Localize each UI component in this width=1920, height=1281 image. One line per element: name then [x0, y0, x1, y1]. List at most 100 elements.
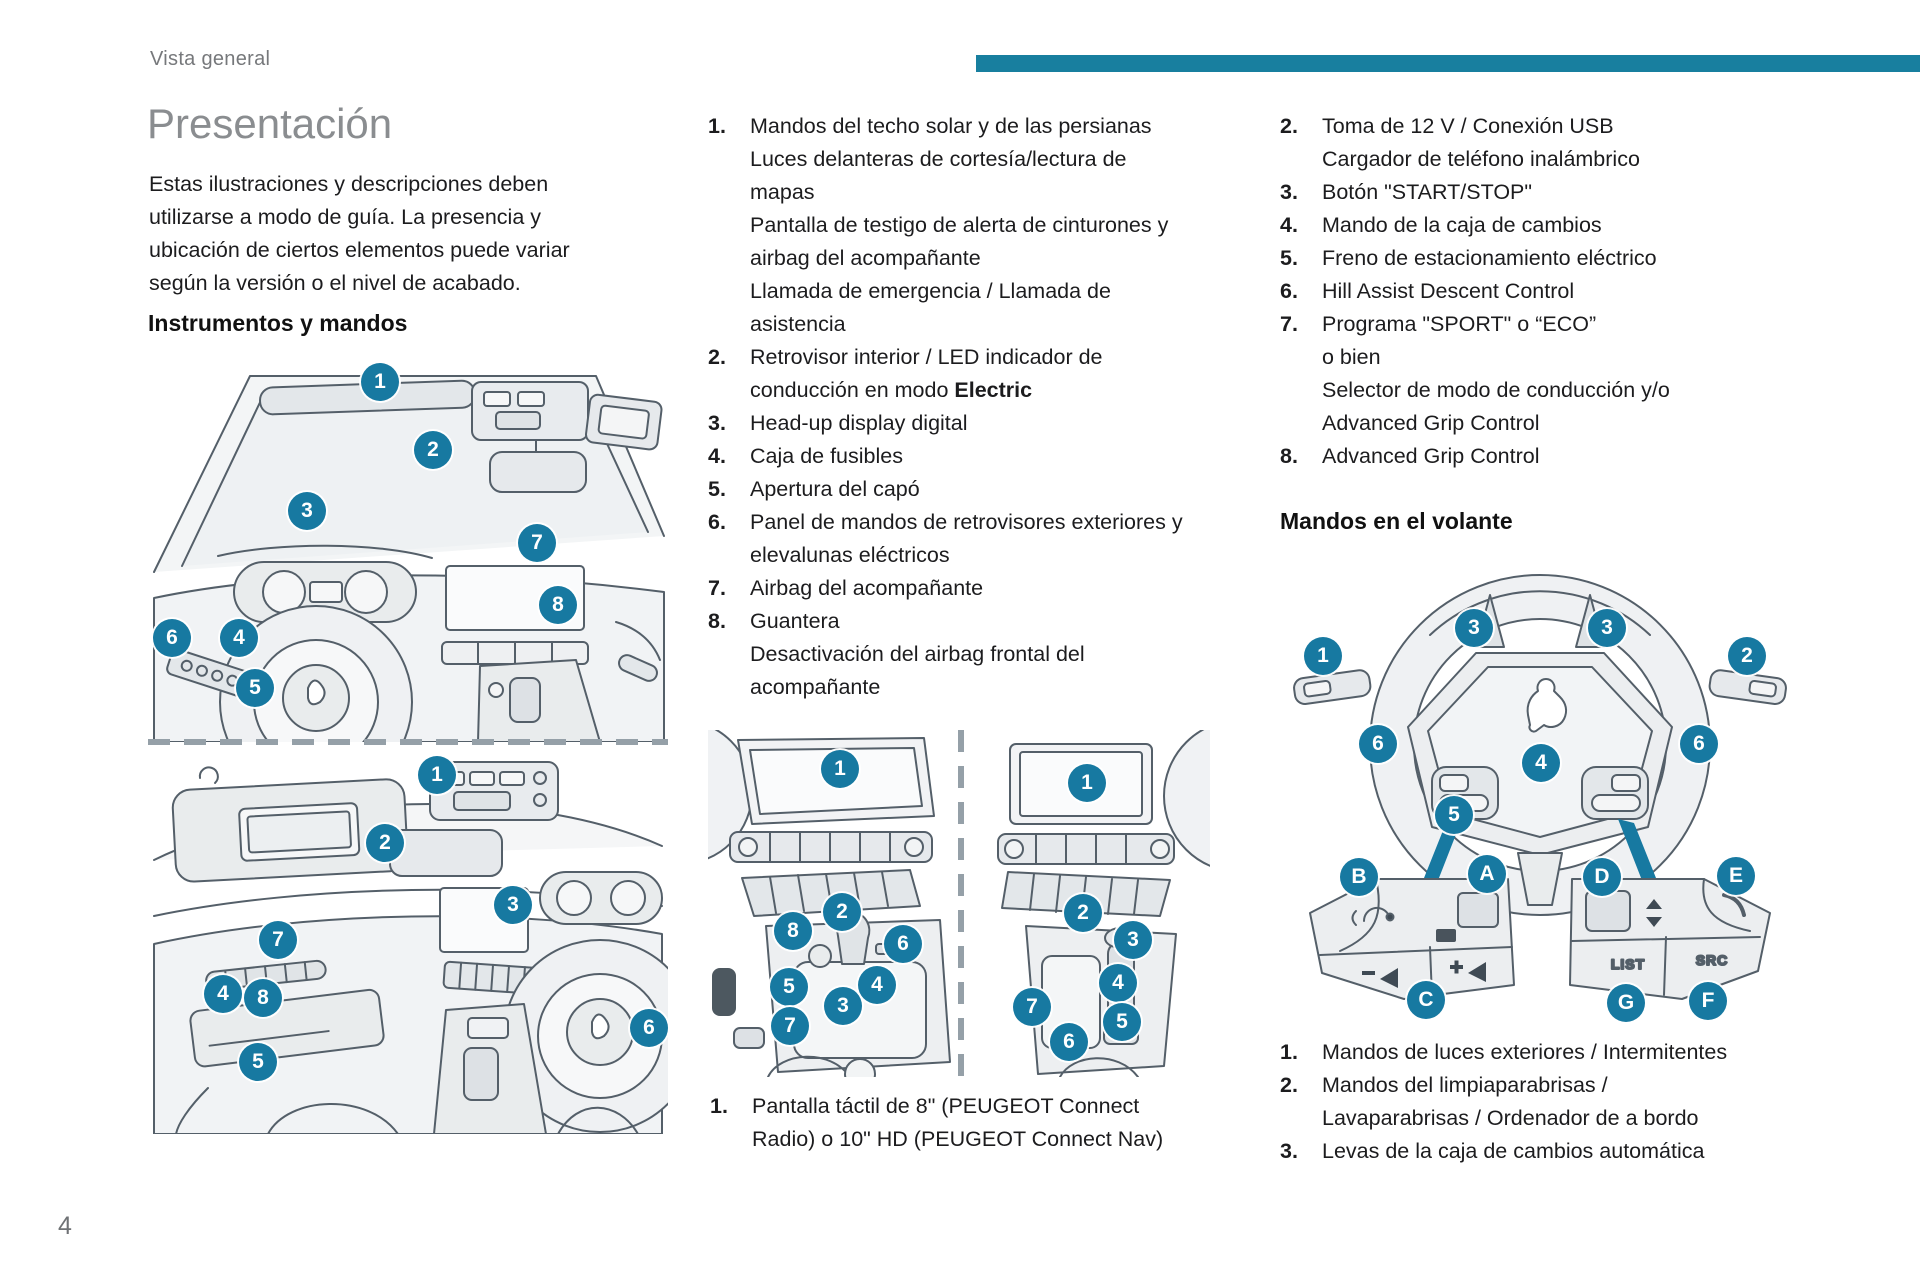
- list-item-number: 3.: [708, 411, 726, 435]
- callout-badge-4: 4: [220, 619, 258, 657]
- list-item: 6. Panel de mandos de retrovisores exteri…: [708, 506, 1253, 572]
- list-item-number: 6.: [1280, 279, 1298, 303]
- callout-badge-1: 1: [418, 756, 456, 794]
- phone-icon: [1722, 893, 1746, 917]
- callout-badge-1: 1: [1068, 764, 1106, 802]
- wheel-list: 1.Mandos de luces exteriores / Intermite…: [1280, 1036, 1840, 1168]
- src-button-label: SRC: [1696, 952, 1729, 968]
- list-item-text: Levas de la caja de cambios automática: [1322, 1139, 1705, 1163]
- list-item-text: Botón "START/STOP": [1322, 180, 1533, 204]
- list-item-text: Mando de la caja de cambios: [1322, 213, 1602, 237]
- list-item-number: 6.: [708, 510, 726, 534]
- right-stalk: [1708, 669, 1787, 705]
- list-item-number: 4.: [1280, 213, 1298, 237]
- dashboard-sketch-2: [153, 761, 668, 1134]
- callout-badge-5: 5: [239, 1043, 277, 1081]
- list-item-number: 2.: [708, 345, 726, 369]
- list-item-number: 1.: [708, 114, 726, 138]
- list-item-number: 1.: [1280, 1040, 1298, 1064]
- list-item-number: 2.: [1280, 1073, 1298, 1097]
- callout-badge-3: 3: [1455, 609, 1493, 647]
- callout-badge-6: 6: [1359, 725, 1397, 763]
- callout-badge-1: 1: [821, 750, 859, 788]
- callout-badge-G: G: [1607, 984, 1645, 1022]
- callout-badge-6: 6: [884, 925, 922, 963]
- volume-down-icon: [1362, 968, 1398, 988]
- list-item: 3. Levas de la caja de cambios automática: [1280, 1135, 1840, 1168]
- list-item-number: 7.: [708, 576, 726, 600]
- list-item-text: Panel de mandos de retrovisores exterior…: [750, 510, 1183, 567]
- list-item-number: 3.: [1280, 180, 1298, 204]
- callout-badge-3: 3: [288, 492, 326, 530]
- list-item-text: Hill Assist Descent Control: [1322, 279, 1575, 303]
- callout-badge-3: 3: [1588, 609, 1626, 647]
- list-button-label: LIST: [1611, 956, 1645, 972]
- list-item-number: 8.: [1280, 444, 1298, 468]
- callout-badge-3: 3: [1114, 921, 1152, 959]
- callout-badge-7: 7: [518, 524, 556, 562]
- dashed-divider-horizontal: [148, 739, 668, 745]
- list-item: 3. Head-up display digital: [708, 407, 1253, 440]
- list-item-number: 1.: [710, 1094, 728, 1118]
- list-item: 8.Advanced Grip Control: [1280, 440, 1840, 473]
- steering-wheel-sketch: LIST SRC: [1293, 574, 1787, 1000]
- list-item: 4.Caja de fusibles: [708, 440, 1253, 473]
- console-sketch: [708, 730, 1210, 1077]
- callout-badge-4: 4: [1099, 964, 1137, 1002]
- callout-badge-5: 5: [1435, 796, 1473, 834]
- intro-paragraph: Estas ilustraciones y descripciones debe…: [149, 172, 570, 295]
- callout-badge-5: 5: [236, 669, 274, 707]
- scroll-arrows-icon: [1646, 899, 1662, 927]
- list-item: 5.Apertura del capó: [708, 473, 1253, 506]
- volume-up-icon: [1450, 960, 1486, 982]
- breadcrumb: Vista general: [150, 48, 271, 70]
- list-item-number: 5.: [708, 477, 726, 501]
- callout-badge-8: 8: [539, 586, 577, 624]
- page-number: 4: [58, 1212, 72, 1240]
- list-item-number: 7.: [1280, 312, 1298, 336]
- callout-badge-1: 1: [1304, 637, 1342, 675]
- list-item-text: Freno de estacionamiento eléctrico: [1322, 246, 1657, 270]
- callout-badge-3: 3: [494, 886, 532, 924]
- list-item: 6. Hill Assist Descent Control: [1280, 275, 1840, 308]
- list-item: 3. Botón "START/STOP": [1280, 176, 1840, 209]
- callout-badge-1: 1: [361, 363, 399, 401]
- dashed-divider-vertical: [958, 730, 964, 1077]
- list-item: 1.Pantalla táctil de 8" (PEUGEOT Connect…: [710, 1090, 1250, 1156]
- list-item-number: 3.: [1280, 1139, 1298, 1163]
- callout-badge-5: 5: [1103, 1003, 1141, 1041]
- list-item: 1.Mandos de luces exteriores / Intermite…: [1280, 1036, 1840, 1069]
- instruments-list: 1.Mandos del techo solar y de las persia…: [708, 110, 1253, 704]
- callout-badge-B: B: [1340, 858, 1378, 896]
- headset-icon: [1351, 906, 1395, 926]
- list-item-number: 8.: [708, 609, 726, 633]
- section-heading-wheel: Mandos en el volante: [1280, 508, 1513, 534]
- callout-badge-7: 7: [771, 1007, 809, 1045]
- page-title: Presentación: [147, 100, 393, 147]
- callout-badge-8: 8: [774, 912, 812, 950]
- callout-badge-4: 4: [858, 966, 896, 1004]
- callout-badge-6: 6: [630, 1009, 668, 1047]
- list-item: 7.Airbag del acompañante: [708, 572, 1253, 605]
- callout-badge-4: 4: [204, 975, 242, 1013]
- callout-badge-2: 2: [366, 824, 404, 862]
- list-item: 2. Retrovisor interior / LED indicador de…: [708, 341, 1253, 407]
- list-item: 4. Mando de la caja de cambios: [1280, 209, 1840, 242]
- section-heading-instruments: Instrumentos y mandos: [148, 310, 408, 336]
- list-item-text: Head-up display digital: [750, 411, 968, 435]
- list-item-number: 5.: [1280, 246, 1298, 270]
- left-stalk: [1293, 669, 1372, 705]
- callout-badge-2: 2: [1728, 637, 1766, 675]
- list-item: 1.Mandos del techo solar y de las persia…: [708, 110, 1253, 341]
- callout-badge-E: E: [1717, 857, 1755, 895]
